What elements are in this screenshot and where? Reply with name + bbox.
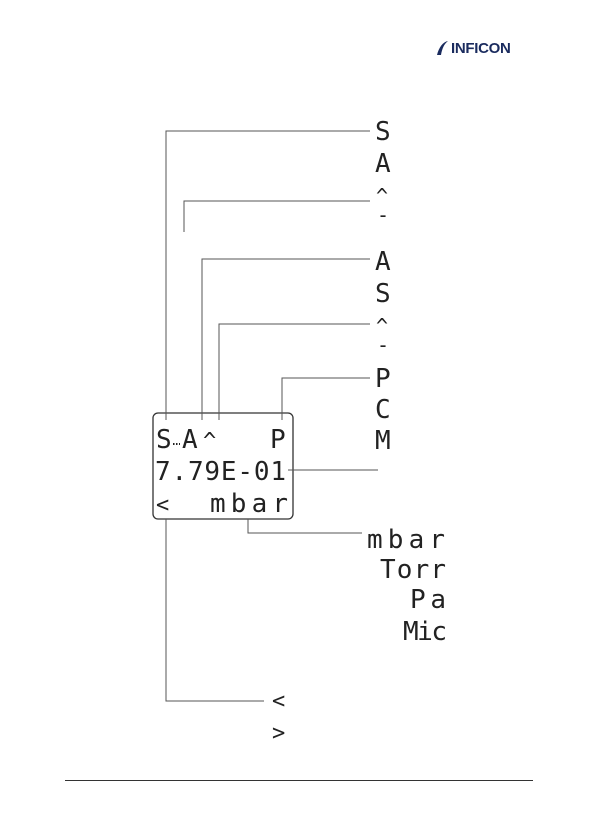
display-pressure-value: 7.79E-01 — [155, 457, 286, 487]
display-arrow: < — [156, 493, 169, 518]
callout-1-item-2: A — [375, 149, 391, 179]
callout-3-item-2: S — [375, 279, 391, 309]
display-unit: mbar — [210, 489, 288, 519]
leader-line-7 — [248, 519, 362, 533]
leader-line-3 — [202, 259, 370, 420]
callout-2-item-2: - — [377, 203, 389, 227]
callout-5-item-1: P — [375, 364, 391, 394]
leader-line-5 — [282, 378, 370, 420]
callout-1-item-1: S — [375, 117, 391, 147]
unit-option-2: Torr — [380, 555, 446, 585]
callout-4-item-2: - — [377, 333, 389, 357]
unit-option-1: mbar — [367, 525, 445, 555]
callout-5-item-2: C — [375, 395, 391, 425]
arrow-option-right: > — [272, 721, 285, 746]
footer-divider — [65, 780, 533, 781]
leader-line-1 — [166, 131, 370, 420]
display-char-1: S — [156, 425, 172, 455]
unit-option-4: Mic — [403, 617, 447, 647]
leader-line-8 — [166, 519, 264, 701]
callout-3-item-1: A — [375, 247, 391, 277]
leader-line-4 — [219, 324, 370, 420]
unit-option-3: Pa — [410, 585, 446, 615]
leader-lines — [166, 131, 378, 701]
arrow-option-left: < — [272, 689, 285, 714]
display-char-2: A — [182, 425, 198, 455]
display-char-3: ^ — [203, 429, 216, 454]
display-char-4: P — [270, 425, 286, 455]
leader-line-2 — [184, 201, 370, 232]
callout-5-item-3: M — [375, 426, 391, 456]
